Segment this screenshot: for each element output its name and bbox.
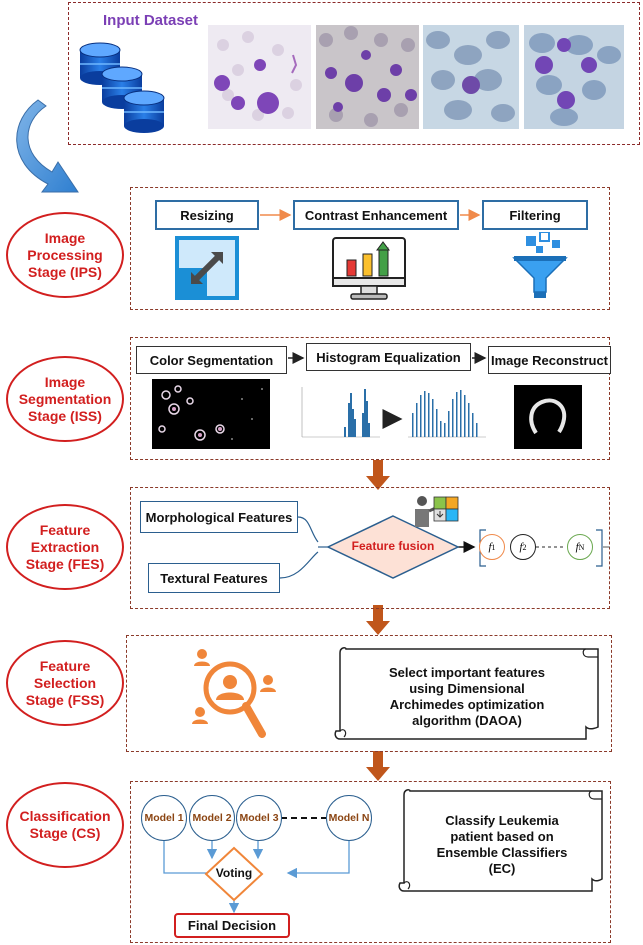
cs-panel xyxy=(130,781,611,943)
final-decision-box: Final Decision xyxy=(174,913,290,938)
stage-fss-label: Feature Selection Stage (FSS) xyxy=(6,640,124,726)
microscopy-image-4 xyxy=(524,25,624,129)
fss-scroll-frame xyxy=(334,647,599,740)
down-arrow-3 xyxy=(366,751,390,781)
reconstructed-image xyxy=(514,385,582,449)
stage-iss-label: Image Segmentation Stage (ISS) xyxy=(6,356,124,442)
chart-monitor-icon xyxy=(332,237,406,300)
color-segmentation-box: Color Segmentation xyxy=(136,346,287,374)
fes-panel xyxy=(130,487,610,609)
voting-diamond xyxy=(204,846,264,902)
input-dataset-panel xyxy=(68,2,640,145)
morphological-features-box: Morphological Features xyxy=(140,501,298,533)
cs-scroll-text: Classify Leukemia patient based on Ensem… xyxy=(436,813,568,876)
voting-label: Voting xyxy=(215,866,253,880)
model-1-node: Model 1 xyxy=(141,795,187,841)
histogram-before xyxy=(296,383,382,445)
cs-scroll-frame xyxy=(398,789,603,892)
color-segmentation-image xyxy=(152,379,270,449)
stage-cs-label: Classification Stage (CS) xyxy=(6,782,124,868)
model-2-node: Model 2 xyxy=(189,795,235,841)
iss-panel xyxy=(130,337,610,460)
stage-ips-label: Image Processing Stage (IPS) xyxy=(6,212,124,298)
filtering-box: Filtering xyxy=(482,200,588,230)
microscopy-image-1 xyxy=(208,25,311,129)
input-dataset-title: Input Dataset xyxy=(103,12,199,29)
image-reconstruct-box: Image Reconstruct xyxy=(488,346,611,374)
model-3-node: Model 3 xyxy=(236,795,282,841)
microscopy-image-2 xyxy=(316,25,419,129)
model-n-node: Model N xyxy=(326,795,372,841)
feature-fusion-diamond xyxy=(326,515,460,579)
ips-panel xyxy=(130,187,610,310)
puzzle-person-icon xyxy=(415,496,459,527)
down-arrow-2 xyxy=(366,605,390,635)
microscopy-image-3 xyxy=(423,25,519,129)
fss-panel xyxy=(126,635,612,752)
down-arrow-1 xyxy=(366,460,390,490)
feature-fusion-label: Feature fusion xyxy=(351,539,435,553)
funnel-icon xyxy=(512,232,568,298)
textural-features-box: Textural Features xyxy=(148,563,280,593)
fss-scroll-text: Select important features using Dimensio… xyxy=(388,665,546,728)
resize-icon xyxy=(175,236,239,300)
database-icon xyxy=(79,42,165,133)
user-search-icon xyxy=(192,649,276,738)
curved-flow-arrow xyxy=(16,99,79,193)
stage-fes-label: Feature Extraction Stage (FES) xyxy=(6,504,124,590)
histogram-equalization-box: Histogram Equalization xyxy=(306,343,471,371)
contrast-enhancement-box: Contrast Enhancement xyxy=(293,200,459,230)
histogram-after xyxy=(404,383,488,445)
resizing-box: Resizing xyxy=(155,200,259,230)
